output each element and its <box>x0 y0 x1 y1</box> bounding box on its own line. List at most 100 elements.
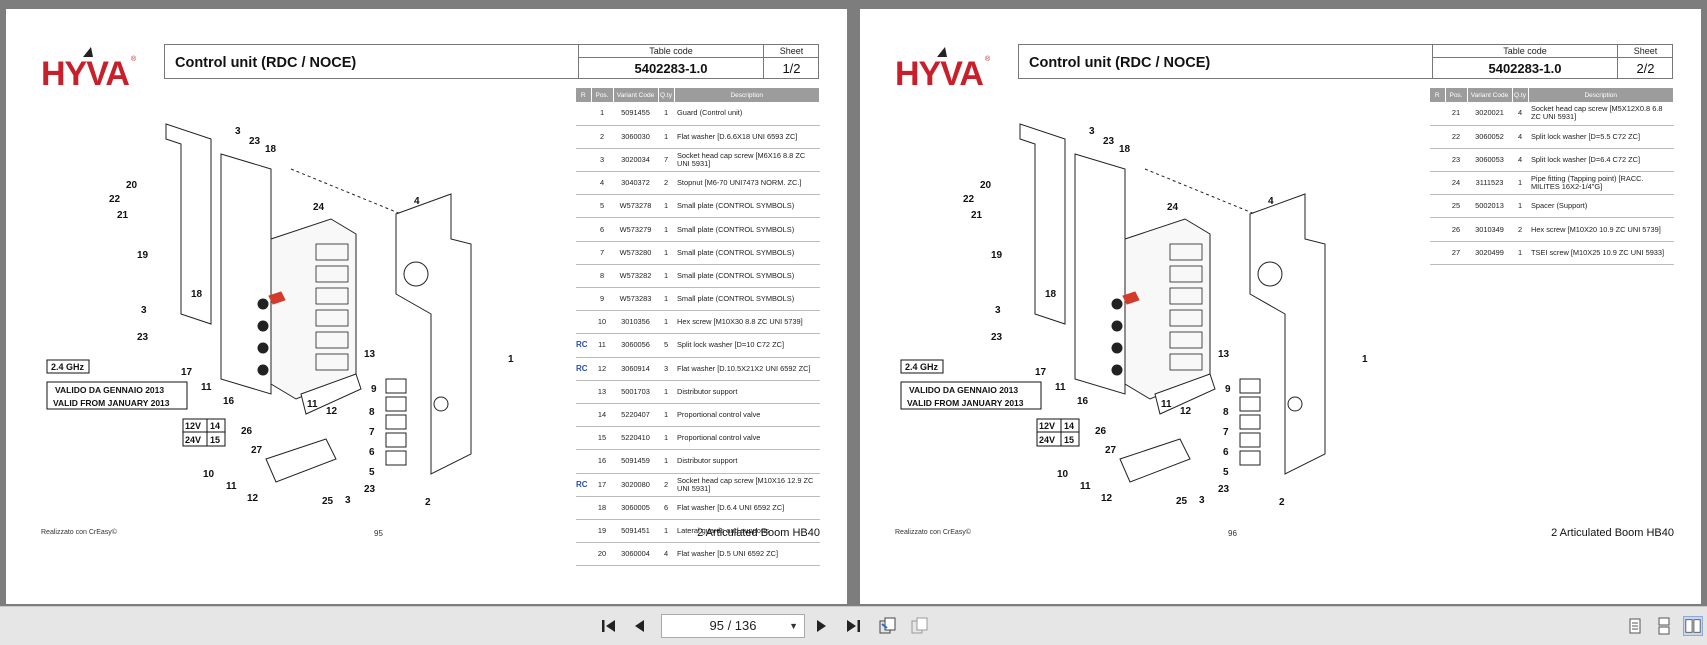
col-variant-code: Variant Code <box>1467 88 1513 102</box>
row-r <box>576 519 591 544</box>
next-page-icon[interactable] <box>810 615 832 637</box>
row-description: Flat washer [D.5 UNI 6592 ZC] <box>674 542 820 567</box>
row-description: Socket head cap screw [M10X16 12.9 ZC UN… <box>674 473 820 497</box>
svg-text:12: 12 <box>326 406 338 417</box>
row-code: 3111523 <box>1467 171 1512 196</box>
row-description: Distributor support <box>674 380 820 404</box>
valid-en-label: VALID FROM JANUARY 2013 <box>53 398 170 408</box>
row-r <box>576 102 591 126</box>
svg-text:23: 23 <box>137 332 149 343</box>
page-number-field[interactable]: 95 / 136 ▼ <box>661 614 805 638</box>
svg-text:20: 20 <box>980 180 992 191</box>
row-r <box>576 241 591 265</box>
page-title: Control unit (RDC / NOCE) <box>1029 55 1211 71</box>
chevron-down-icon[interactable]: ▼ <box>789 621 798 631</box>
row-code: 5220407 <box>613 403 658 428</box>
row-qty: 1 <box>658 287 674 312</box>
fit-width-icon[interactable] <box>908 615 930 637</box>
svg-text:®: ® <box>131 55 137 63</box>
row-description: TSEI screw [M10X25 10.9 ZC UNI 5933] <box>1528 241 1674 265</box>
row-code: 5091455 <box>613 102 658 126</box>
row-description: Spacer (Support) <box>1528 194 1674 219</box>
row-qty: 1 <box>1512 171 1528 196</box>
two-page-icon[interactable] <box>1683 616 1703 636</box>
svg-text:13: 13 <box>364 349 376 360</box>
col-variant-code: Variant Code <box>613 88 659 102</box>
row-code: W573283 <box>613 287 658 312</box>
svg-text:11: 11 <box>1055 382 1066 393</box>
first-page-icon[interactable] <box>598 615 620 637</box>
row-description: Flat washer [D.6.6X18 UNI 6593 ZC] <box>674 125 820 149</box>
svg-text:17: 17 <box>181 367 193 378</box>
sheet-value: 2/2 <box>1617 58 1673 79</box>
svg-text:23: 23 <box>1218 484 1230 495</box>
valid-it-label: VALIDO DA GENNAIO 2013 <box>909 385 1018 395</box>
row-code: 3060005 <box>613 496 658 520</box>
row-pos: 17 <box>591 473 613 497</box>
row-r <box>576 403 591 428</box>
table-code-value: 5402283-1.0 <box>1432 58 1617 79</box>
svg-text:23: 23 <box>1103 136 1115 147</box>
fit-page-icon[interactable] <box>876 615 898 637</box>
row-code: 3040372 <box>613 171 658 196</box>
row-code: 3060052 <box>1467 125 1512 149</box>
row-pos: 2 <box>591 125 613 149</box>
row-qty: 4 <box>658 542 674 567</box>
row-r <box>1430 125 1445 149</box>
single-page-icon[interactable] <box>1625 616 1645 636</box>
row-qty: 4 <box>1512 125 1528 149</box>
row-pos: 12 <box>591 357 613 381</box>
row-r <box>576 449 591 474</box>
last-page-icon[interactable] <box>842 615 864 637</box>
row-qty: 1 <box>658 194 674 219</box>
svg-text:23: 23 <box>991 332 1003 343</box>
hyva-logo: HYVA ® <box>895 47 991 89</box>
svg-text:3: 3 <box>345 495 351 506</box>
continuous-page-icon[interactable] <box>1654 616 1674 636</box>
svg-text:3: 3 <box>1089 126 1095 137</box>
svg-text:12: 12 <box>1180 406 1192 417</box>
footer-credit: Realizzato con CrEasy© <box>895 529 971 536</box>
row-pos: 18 <box>591 496 613 520</box>
voltage-24-label: 24V <box>1039 435 1055 445</box>
voltage-24-label: 24V <box>185 435 201 445</box>
document-viewport[interactable]: HYVA ® Control unit (RDC / NOCE) Table c… <box>0 0 1707 606</box>
sheet-label: Sheet <box>763 45 819 58</box>
svg-text:12: 12 <box>247 493 259 504</box>
footer-section-title: 2 Articulated Boom HB40 <box>697 527 820 539</box>
col-pos: Pos. <box>1445 88 1468 102</box>
svg-text:19: 19 <box>137 250 149 261</box>
svg-text:12: 12 <box>1101 493 1113 504</box>
row-qty: 1 <box>658 310 674 335</box>
row-qty: 3 <box>658 357 674 381</box>
footer-credit: Realizzato con CrEasy© <box>41 529 117 536</box>
svg-text:1: 1 <box>508 354 514 365</box>
pdf-page-left: HYVA ® Control unit (RDC / NOCE) Table c… <box>6 9 847 604</box>
row-qty: 1 <box>1512 194 1528 219</box>
table-header-row: R Pos. Variant Code Q.ty Description <box>1430 88 1674 102</box>
svg-text:18: 18 <box>265 144 277 155</box>
previous-page-icon[interactable] <box>629 615 651 637</box>
table-code-label: Table code <box>1432 45 1617 58</box>
svg-text:18: 18 <box>191 289 203 300</box>
row-code: 5220410 <box>613 426 658 451</box>
ref-14-label: 14 <box>1064 421 1074 431</box>
row-description: Small plate (CONTROL SYMBOLS) <box>674 287 820 312</box>
row-qty: 1 <box>658 519 674 544</box>
row-code: 5002013 <box>1467 194 1512 219</box>
row-description: Split lock washer [D=6.4 C72 ZC] <box>1528 148 1674 173</box>
col-qty: Q.ty <box>658 88 675 102</box>
row-pos: 24 <box>1445 171 1467 196</box>
